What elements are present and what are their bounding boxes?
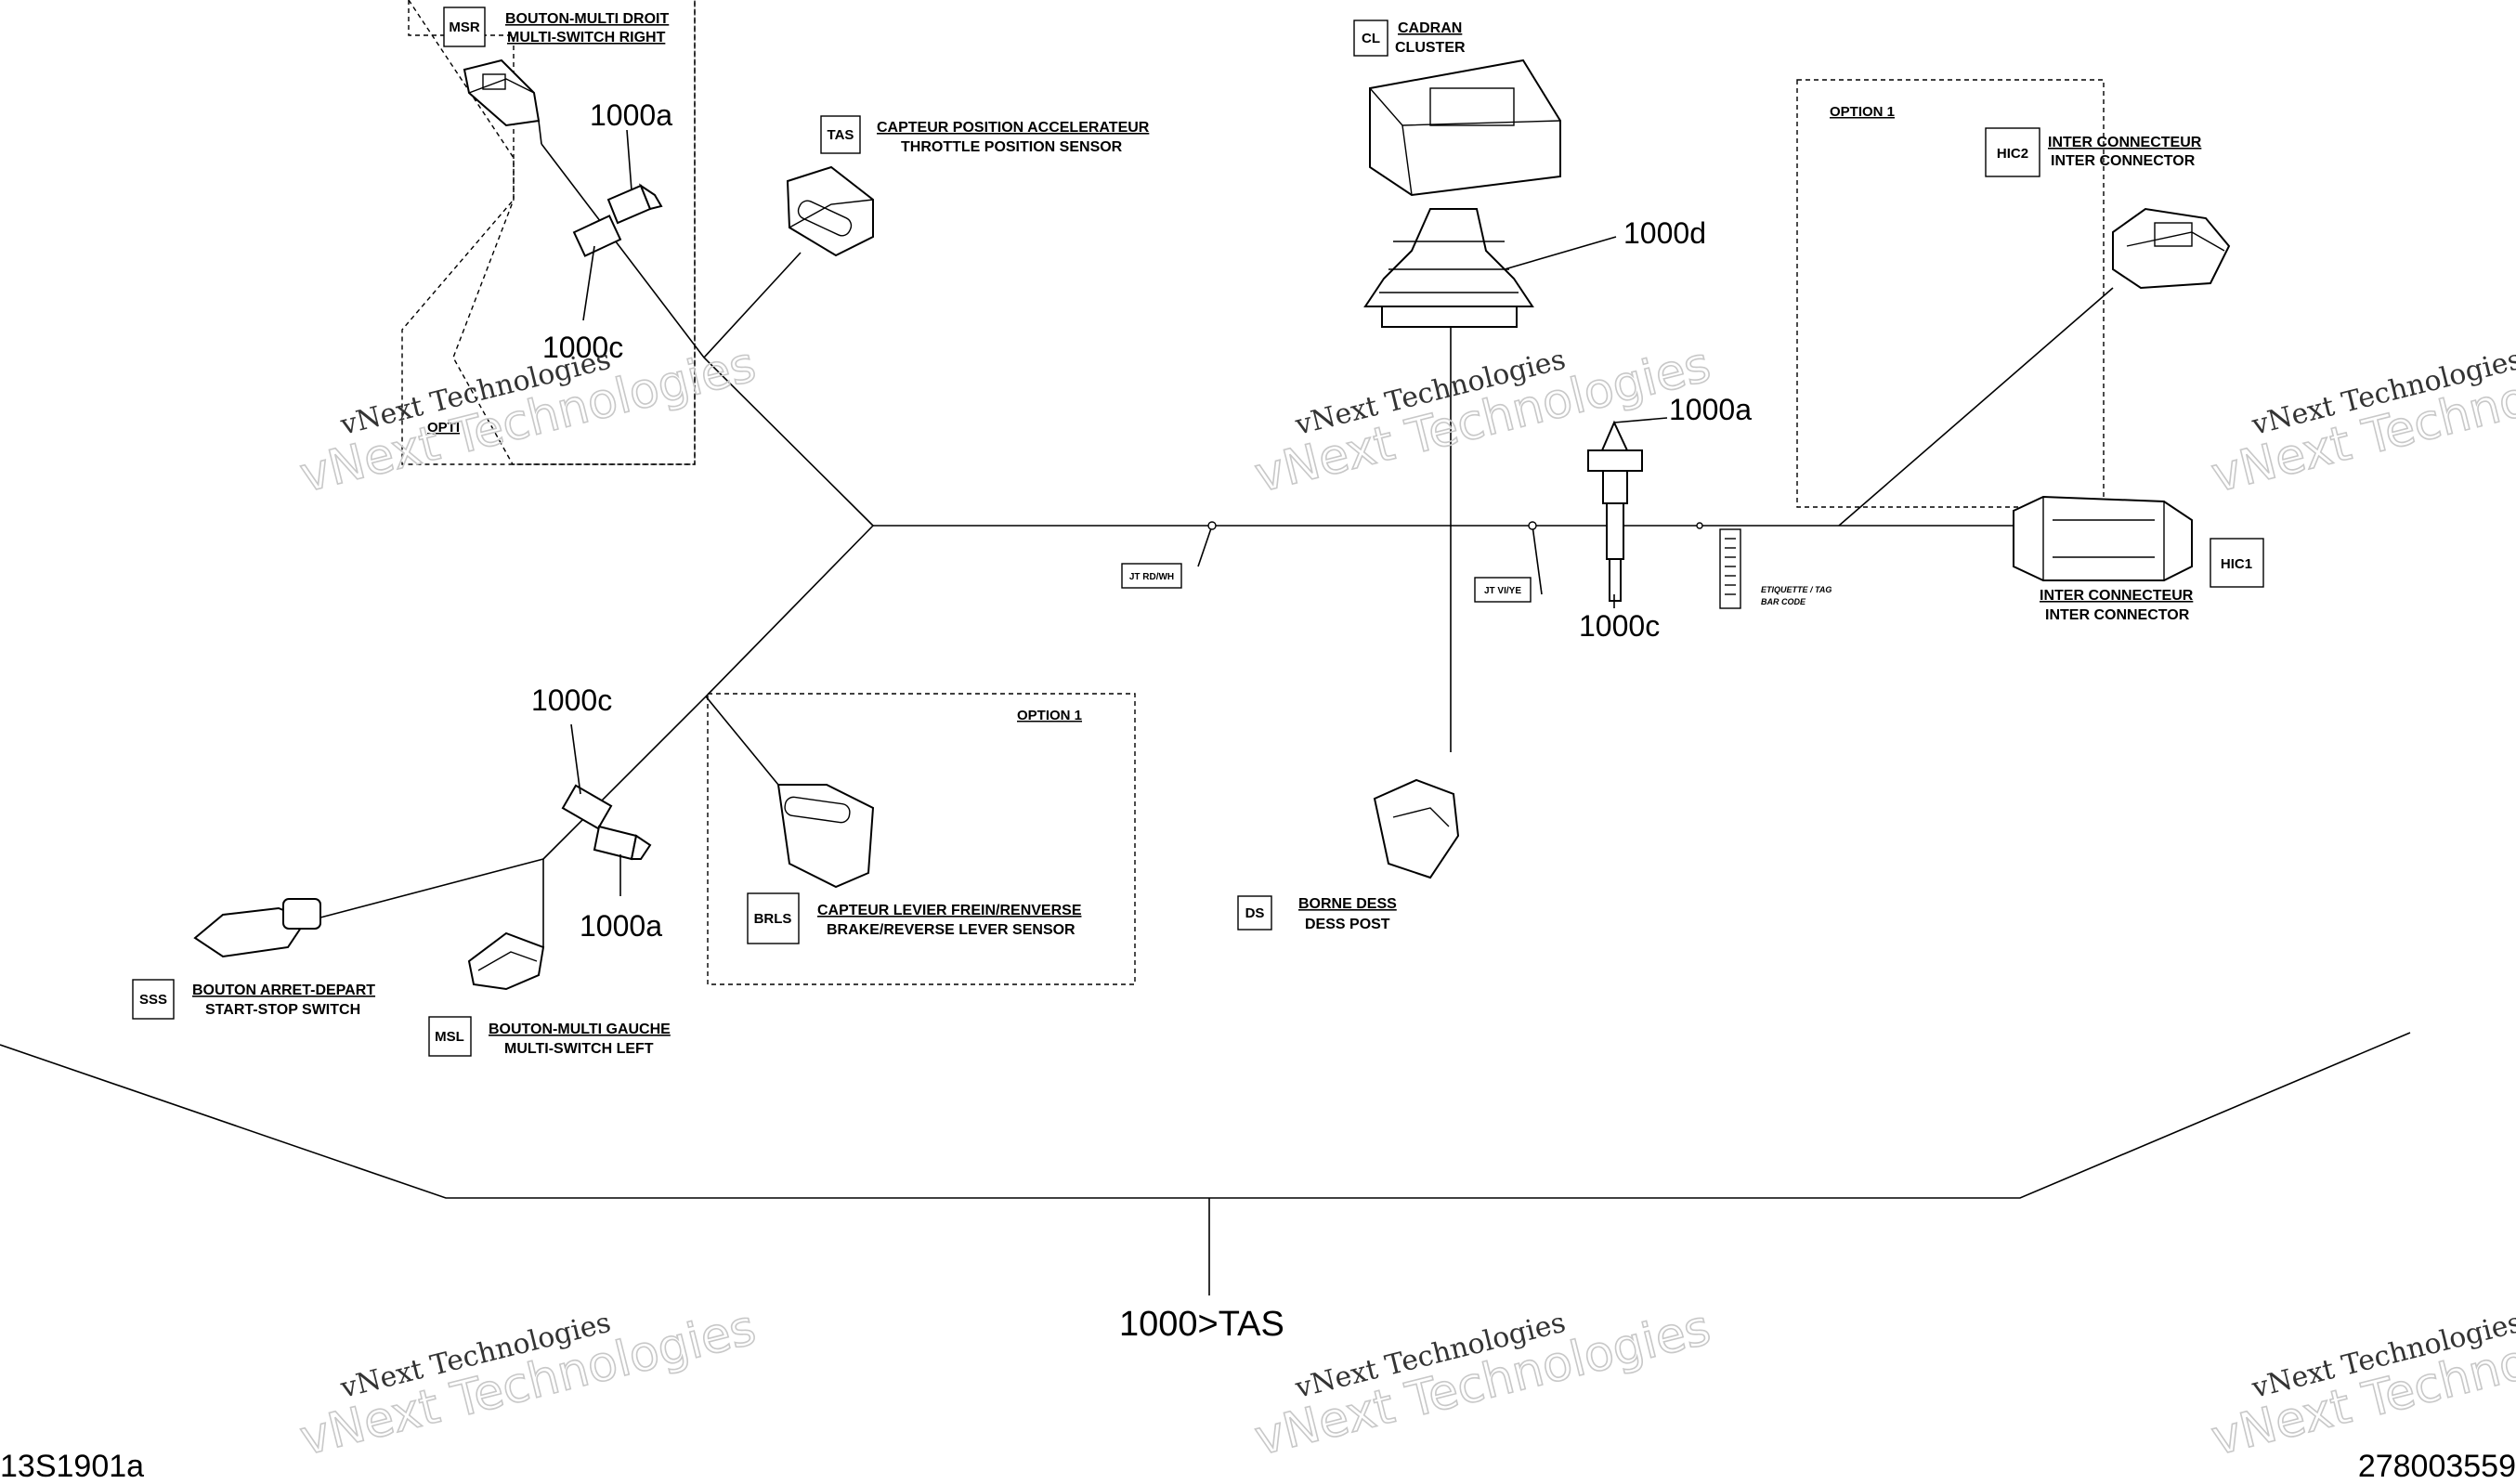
hic2-fr-label: INTER CONNECTEUR	[2048, 135, 2202, 150]
sss-tag: SSS	[132, 979, 175, 1020]
option-box-msr	[408, 0, 696, 465]
junction-dot-2	[1528, 521, 1537, 530]
part-1000a-upper: 1000a	[590, 98, 672, 132]
svg-text:JT VI/YE: JT VI/YE	[1484, 586, 1521, 596]
tas-fr-label: CAPTEUR POSITION ACCELERATEUR	[877, 120, 1150, 136]
cl-tag: CL	[1353, 20, 1388, 57]
watermark-5: vNext Technologies vNext Technologies	[1249, 1299, 1717, 1467]
junction-dot-1	[1207, 521, 1217, 530]
ds-tag: DS	[1237, 895, 1272, 931]
hic1-tag: HIC1	[2210, 538, 2264, 588]
option-box-left	[401, 0, 696, 465]
wire-to-brls	[705, 696, 779, 786]
ds-en-label: DESS POST	[1305, 917, 1390, 932]
main-harness-label: 1000>TAS	[1119, 1305, 1284, 1344]
svg-text:JT RD/WH: JT RD/WH	[1129, 572, 1174, 582]
hic2-en-label: INTER CONNECTOR	[2051, 153, 2196, 169]
sss-fr-label: BOUTON ARRET-DEPART	[192, 983, 375, 998]
leader-1000c-lower	[570, 723, 581, 795]
part-1000a-center: 1000a	[1669, 393, 1752, 426]
tag-label-line1: ETIQUETTE / TAG	[1761, 585, 1832, 594]
wire-msr	[538, 120, 542, 145]
msl-tag: MSL	[428, 1016, 472, 1057]
wire-jt-viye	[1532, 525, 1543, 595]
sss-switch-drawing	[193, 898, 321, 958]
corner-code-left: 13S1901a	[0, 1449, 144, 1484]
leader-1000c-upper	[582, 245, 595, 321]
brls-tag: BRLS	[747, 892, 800, 944]
part-1000c-center: 1000c	[1579, 609, 1660, 643]
svg-text:MSR: MSR	[449, 20, 480, 35]
wire-to-hic2	[1838, 287, 2114, 527]
msr-connector-drawing	[463, 59, 541, 127]
clip-1000c-upper	[572, 215, 622, 257]
msr-en-label: MULTI-SWITCH RIGHT	[507, 30, 666, 46]
msl-connector-drawing	[467, 931, 545, 991]
brls-fr-label: CAPTEUR LEVIER FREIN/RENVERSE	[817, 903, 1082, 918]
grommet-1000d	[1363, 208, 1534, 328]
hic1-fr-label: INTER CONNECTEUR	[2040, 588, 2194, 604]
tas-en-label: THROTTLE POSITION SENSOR	[901, 139, 1123, 155]
svg-text:HIC1: HIC1	[2221, 556, 2252, 572]
brls-en-label: BRAKE/REVERSE LEVER SENSOR	[827, 922, 1075, 938]
option-partial-label: OPTI	[427, 420, 460, 436]
msl-en-label: MULTI-SWITCH LEFT	[504, 1041, 654, 1057]
svg-text:TAS: TAS	[828, 127, 854, 143]
hic1-en-label: INTER CONNECTOR	[2045, 607, 2190, 623]
leader-1000a-center	[1613, 417, 1668, 423]
part-1000a-lower: 1000a	[580, 909, 662, 943]
option1-hic2-label: OPTION 1	[1830, 104, 1895, 120]
wire-to-tas	[703, 252, 802, 358]
clip-1000a-upper	[606, 183, 663, 225]
tag-label-line2: BAR CODE	[1761, 597, 1806, 606]
wire-to-sss	[319, 858, 544, 918]
watermark-6: vNext Technologies vNext Technologies	[2206, 1299, 2516, 1467]
clip-1000a-center	[1587, 420, 1643, 602]
barcode-tag	[1719, 528, 1741, 609]
wire-jt-rdwh	[1197, 525, 1213, 567]
ds-connector-drawing	[1373, 778, 1460, 879]
cl-en-label: CLUSTER	[1395, 40, 1466, 56]
svg-text:SSS: SSS	[139, 992, 167, 1008]
harness-outline	[0, 1032, 2411, 1199]
svg-text:CL: CL	[1362, 31, 1380, 46]
sss-en-label: START-STOP SWITCH	[205, 1002, 360, 1018]
leader-1000d	[1504, 236, 1617, 270]
msl-fr-label: BOUTON-MULTI GAUCHE	[489, 1022, 671, 1037]
jt-viye-tag: JT VI/YE	[1474, 577, 1532, 603]
cl-fr-label: CADRAN	[1398, 20, 1462, 36]
jt-rdwh-tag: JT RD/WH	[1121, 563, 1182, 589]
leader-1000a-upper	[626, 129, 632, 191]
option-box-brls	[707, 693, 1136, 985]
hic2-connector-drawing	[2112, 207, 2231, 290]
ds-fr-label: BORNE DESS	[1298, 896, 1397, 912]
option1-brls-label: OPTION 1	[1017, 708, 1082, 723]
junction-dot-3	[1696, 522, 1703, 529]
tas-tag: TAS	[820, 115, 861, 154]
hic1-connector-drawing	[2013, 495, 2193, 581]
svg-text:DS: DS	[1245, 905, 1265, 921]
tas-connector-drawing	[786, 165, 874, 257]
cluster-connector-drawing	[1369, 59, 1561, 197]
part-1000c-upper: 1000c	[542, 331, 623, 364]
corner-code-right: 278003559	[2358, 1449, 2516, 1484]
hic2-tag: HIC2	[1985, 127, 2040, 177]
watermark-2: vNext Technologies vNext Technologies	[1249, 336, 1717, 504]
option-box-hic2	[1796, 79, 2105, 508]
svg-text:HIC2: HIC2	[1997, 146, 2028, 162]
clip-1000c-lower	[561, 784, 613, 830]
msr-fr-label: BOUTON-MULTI DROIT	[505, 11, 670, 27]
clip-1000a-lower	[593, 825, 652, 861]
part-1000c-lower: 1000c	[531, 683, 612, 717]
svg-text:BRLS: BRLS	[754, 911, 792, 927]
msr-tag: MSR	[443, 7, 486, 47]
svg-text:MSL: MSL	[435, 1029, 464, 1045]
watermark-4: vNext Technologies vNext Technologies	[294, 1299, 763, 1467]
watermark-3: vNext Technologies vNext Technologies	[2206, 336, 2516, 504]
brls-connector-drawing	[776, 784, 875, 889]
part-1000d: 1000d	[1623, 216, 1706, 250]
